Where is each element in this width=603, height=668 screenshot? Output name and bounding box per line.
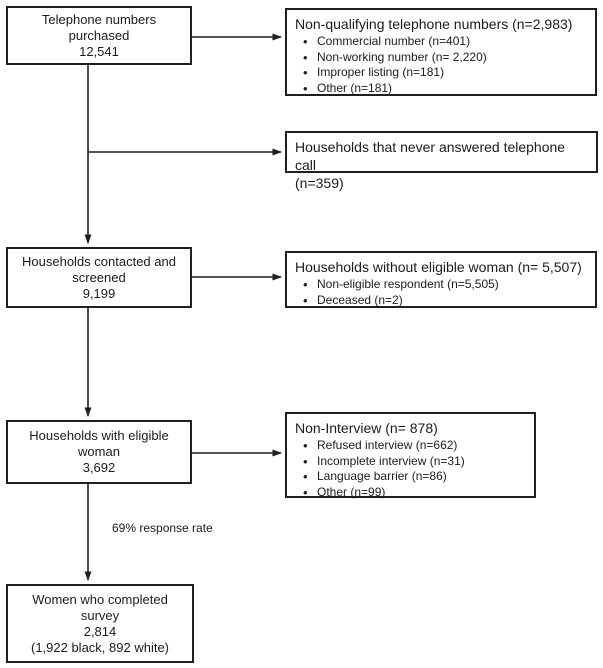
list-item: Other (n=181) [303, 81, 587, 97]
bullet-list: Commercial number (n=401) Non-working nu… [295, 34, 587, 96]
list-item: Language barrier (n=86) [303, 469, 526, 485]
box-line: survey [80, 607, 120, 623]
box-never-answered: Households that never answered telephone… [285, 131, 598, 191]
box-telephone-numbers-purchased: Telephone numbers purchased 12,541 [6, 6, 192, 65]
list-item: Non-working number (n= 2,220) [303, 50, 587, 66]
list-item: Other (n=99) [303, 485, 526, 501]
box-line: 9,199 [82, 285, 116, 301]
list-item: Incomplete interview (n=31) [303, 454, 526, 470]
box-households-contacted-screened: Households contacted and screened 9,199 [6, 247, 192, 308]
bullet-list: Non-eligible respondent (n=5,505) Deceas… [295, 277, 587, 308]
box-households-eligible-woman: Households with eligible woman 3,692 [6, 420, 192, 484]
list-item: Non-eligible respondent (n=5,505) [303, 277, 587, 293]
list-item: Deceased (n=2) [303, 293, 587, 309]
box-line: purchased [68, 27, 130, 43]
box-line: Women who completed [32, 591, 168, 607]
box-non-interview: Non-Interview (n= 878) Refused interview… [285, 412, 536, 500]
box-line: Households with eligible [29, 428, 169, 443]
box-title: Households that never answered telephone… [295, 139, 566, 173]
box-without-eligible-woman: Households without eligible woman (n= 5,… [285, 251, 597, 308]
box-title-line2: (n=359) [295, 175, 344, 191]
response-rate-label: 69% response rate [112, 521, 213, 535]
box-line: (1,922 black, 892 white) [30, 639, 170, 655]
list-item: Improper listing (n=181) [303, 65, 587, 81]
box-line: Households contacted and [22, 253, 176, 269]
box-line: 12,541 [79, 43, 119, 59]
box-title: Households without eligible woman (n= 5,… [295, 259, 582, 275]
box-line: 2,814 [83, 623, 117, 639]
box-line: screened [72, 269, 126, 285]
box-title: Non-Interview (n= 878) [295, 420, 438, 436]
bullet-list: Refused interview (n=662) Incomplete int… [295, 438, 526, 500]
box-line: 3,692 [82, 460, 116, 475]
box-nonqualifying-numbers: Non-qualifying telephone numbers (n=2,98… [285, 8, 597, 96]
box-women-completed-survey: Women who completed survey 2,814 (1,922 … [6, 584, 194, 663]
list-item: Refused interview (n=662) [303, 438, 526, 454]
box-title: Non-qualifying telephone numbers (n=2,98… [295, 16, 573, 32]
box-line: Telephone numbers [41, 11, 157, 27]
box-line: woman [78, 444, 120, 459]
list-item: Commercial number (n=401) [303, 34, 587, 50]
